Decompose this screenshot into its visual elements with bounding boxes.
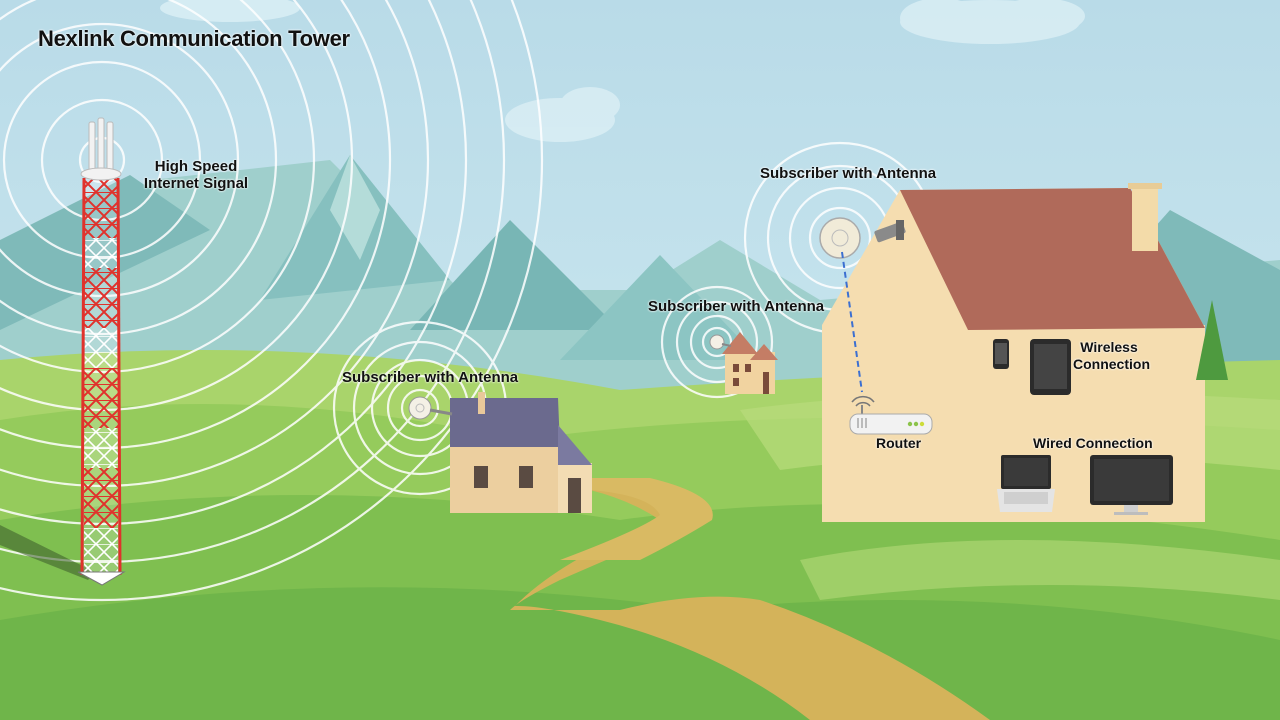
pine-tree <box>1196 300 1228 380</box>
tower-signal-label: High Speed Internet Signal <box>143 158 249 192</box>
far-house-antenna-icon <box>709 334 732 350</box>
main-antenna-signal-ring <box>808 206 872 270</box>
tower-shadow <box>0 525 95 580</box>
antenna-to-router-link <box>841 251 863 393</box>
far-house <box>722 332 778 394</box>
wireless-connection-label: Wireless Connection <box>1073 339 1150 372</box>
wired-connection-label: Wired Connection <box>1033 435 1153 451</box>
middle-house-antenna-icon <box>408 396 453 420</box>
middle-house <box>450 392 592 513</box>
router-label: Router <box>876 435 922 451</box>
far-house-subscriber-label: Subscriber with Antenna <box>648 298 825 315</box>
communication-tower <box>77 117 126 586</box>
tower-signal-ring <box>0 0 543 601</box>
desktop-monitor-icon <box>1090 455 1173 515</box>
tablet-icon <box>1030 339 1071 395</box>
laptop-icon <box>997 455 1055 512</box>
far-antenna-signal-ring <box>675 300 759 384</box>
router-icon <box>849 395 933 435</box>
main-house-subscriber-label: Subscriber with Antenna <box>760 165 937 182</box>
far-antenna-signal-ring <box>660 285 774 399</box>
dirt-path-upper <box>560 478 713 560</box>
middle-antenna-signal-ring <box>400 388 440 428</box>
middle-house-subscriber-label: Subscriber with Antenna <box>342 369 519 386</box>
tower-antenna-array-icon <box>80 117 122 181</box>
main-house-antenna-icon <box>819 217 906 259</box>
far-antenna-signal-ring <box>701 326 733 358</box>
smartphone-icon <box>993 339 1009 369</box>
clouds <box>160 0 1085 142</box>
diagram-title: Nexlink Communication Tower <box>38 26 350 51</box>
